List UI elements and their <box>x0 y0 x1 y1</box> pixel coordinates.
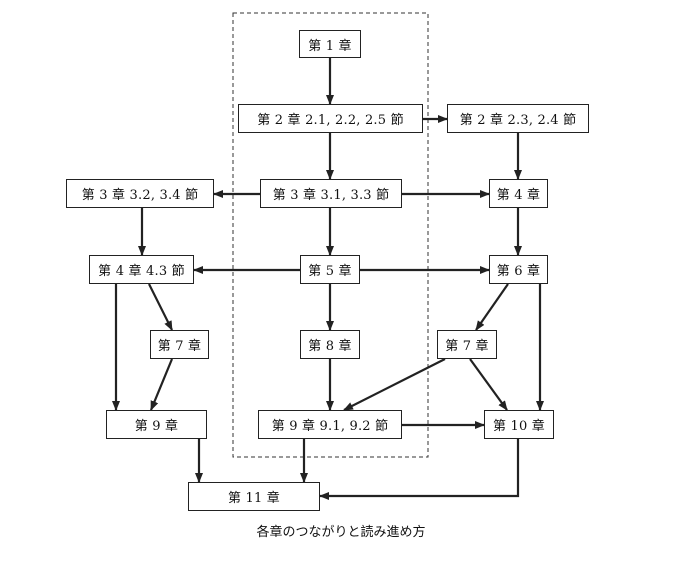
node-ch5: 第 5 章 <box>300 255 360 284</box>
node-ch4-right: 第 4 章 <box>489 179 548 208</box>
node-ch7-right: 第 7 章 <box>437 330 497 359</box>
edge-ch7right-ch9 <box>343 358 446 411</box>
node-ch9-left: 第 9 章 <box>106 410 207 439</box>
node-ch9-main: 第 9 章 9.1, 9.2 節 <box>258 410 402 439</box>
node-ch2-side: 第 2 章 2.3, 2.4 節 <box>447 104 589 133</box>
node-ch4-left: 第 4 章 4.3 節 <box>89 255 194 284</box>
edge-ch4left-ch7left <box>148 283 173 331</box>
edge-ch7left-ch9left <box>149 358 174 411</box>
node-ch3-left: 第 3 章 3.2, 3.4 節 <box>66 179 214 208</box>
node-ch6: 第 6 章 <box>489 255 548 284</box>
node-ch11: 第 11 章 <box>188 482 320 511</box>
node-ch1: 第 1 章 <box>299 30 361 58</box>
edge-ch7right-ch10 <box>469 358 508 411</box>
node-ch10: 第 10 章 <box>484 410 554 439</box>
core-path-frame <box>232 12 429 458</box>
node-ch8: 第 8 章 <box>300 330 360 359</box>
node-ch3-main: 第 3 章 3.1, 3.3 節 <box>260 179 402 208</box>
edge-ch10-ch11 <box>319 439 520 500</box>
node-ch7-left: 第 7 章 <box>150 330 209 359</box>
node-ch2-main: 第 2 章 2.1, 2.2, 2.5 節 <box>238 104 423 133</box>
figure-caption: 各章のつながりと読み進め方 <box>256 525 426 540</box>
edge-ch6-ch7right <box>475 283 509 331</box>
